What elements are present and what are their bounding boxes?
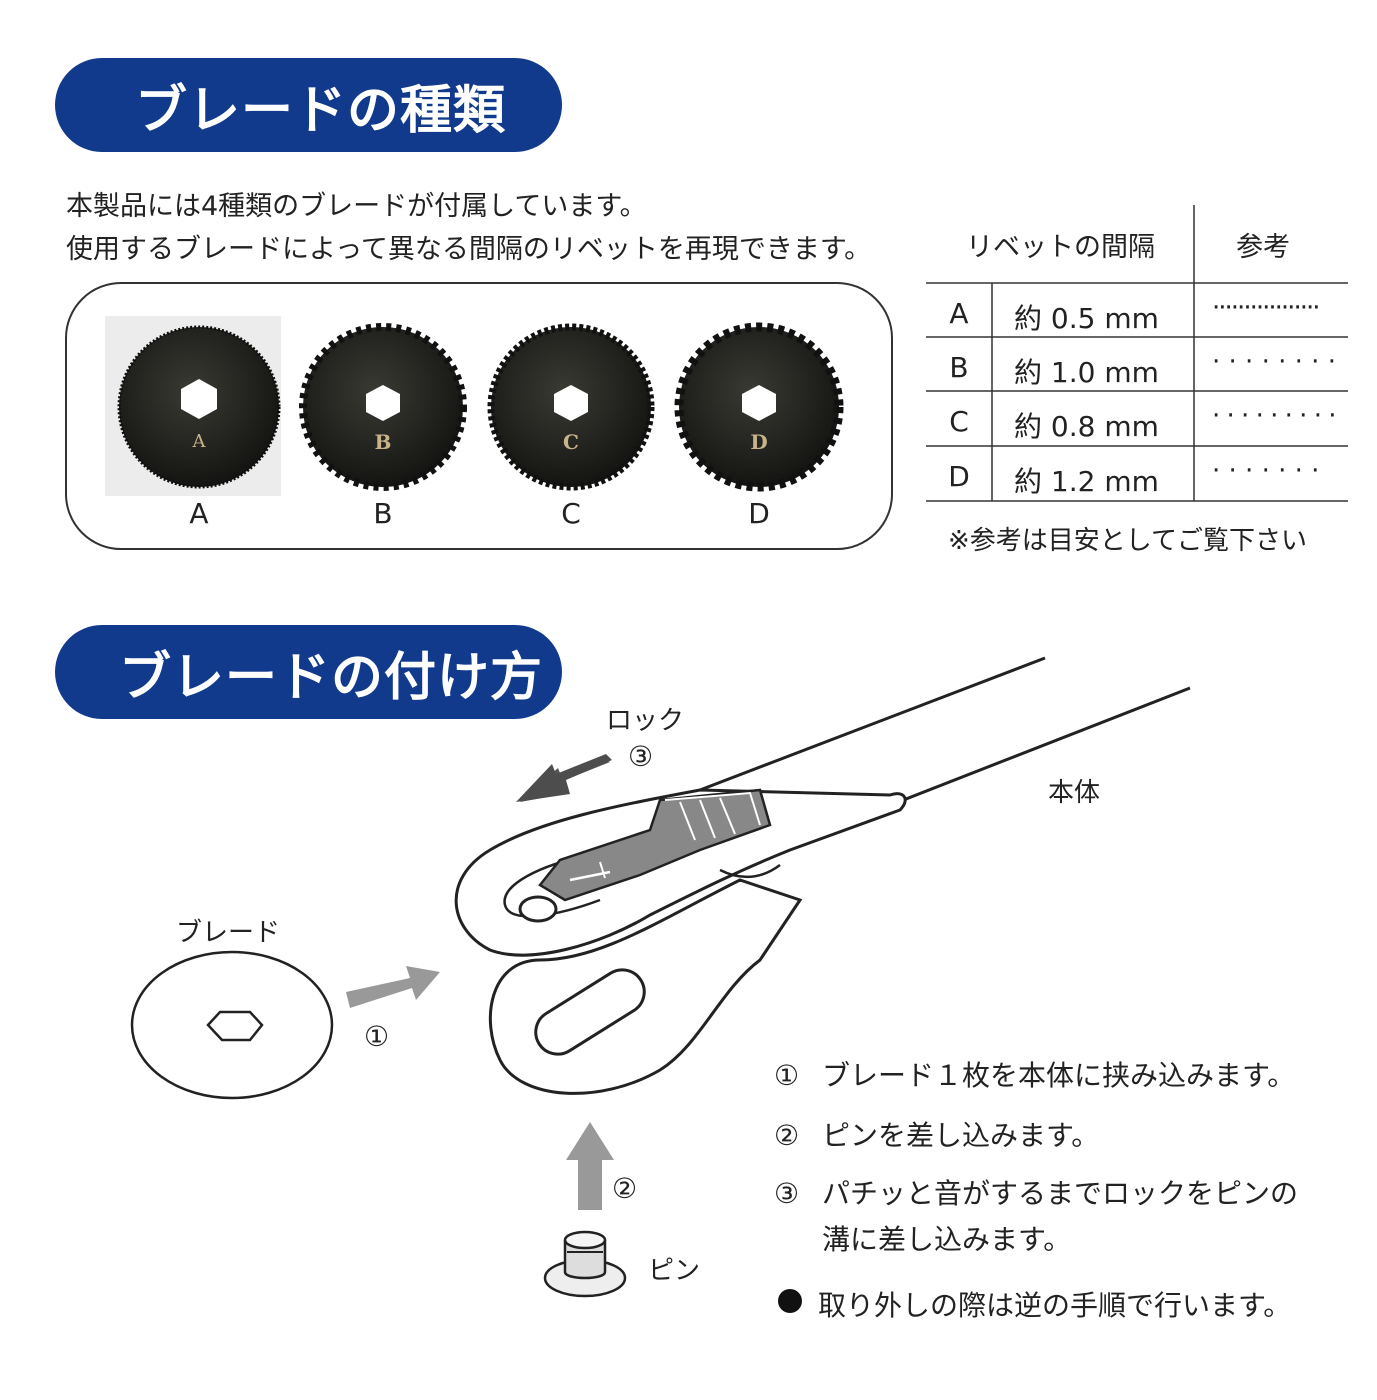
label-pin: ピン bbox=[648, 1256, 701, 1286]
row-sample: · · · · · · · · · bbox=[1212, 401, 1336, 431]
label-pin-step: ② bbox=[612, 1172, 638, 1205]
row-spacing: 約 0.8 mm bbox=[1014, 410, 1159, 443]
blade-c-engraving: C bbox=[563, 430, 579, 454]
label-blade: ブレード bbox=[176, 918, 281, 948]
blade-b-image: B bbox=[299, 323, 467, 491]
row-blade: A bbox=[949, 297, 969, 330]
plate-slot bbox=[534, 968, 646, 1056]
row-sample: ················· bbox=[1212, 293, 1320, 323]
step-3-continued: 溝に差し込みます。 bbox=[774, 1218, 1071, 1258]
blade-hex-hole bbox=[206, 1010, 264, 1042]
step-number: ② bbox=[774, 1119, 800, 1152]
blade-label-a: A bbox=[189, 497, 209, 530]
pin-arrow bbox=[566, 1122, 614, 1210]
reference-note: ※参考は目安としてご覧下さい bbox=[948, 526, 1308, 556]
header-reference: 参考 bbox=[1236, 232, 1290, 263]
blade-label-d: D bbox=[748, 497, 770, 530]
row-sample: · · · · · · · · bbox=[1212, 347, 1336, 377]
header-spacing: リベットの間隔 bbox=[966, 232, 1155, 263]
table-row: A 約 0.5 mm ················· bbox=[926, 285, 1348, 339]
intro-line-1: 本製品には4種類のブレードが付属しています。 bbox=[66, 191, 647, 222]
intro-line-2: 使用するブレードによって異なる間隔のリベットを再現できます。 bbox=[66, 234, 872, 265]
section-title-text: ブレードの種類 bbox=[135, 80, 507, 141]
blade-d-image: D bbox=[674, 322, 844, 492]
step-number: ③ bbox=[774, 1177, 800, 1210]
row-spacing: 約 1.2 mm bbox=[1014, 465, 1159, 498]
label-lock-step: ③ bbox=[628, 740, 654, 773]
bullet-icon bbox=[778, 1289, 802, 1313]
lock-slider bbox=[538, 788, 772, 902]
step-2: ② ピンを差し込みます。 bbox=[774, 1114, 1099, 1154]
removal-note: 取り外しの際は逆の手順で行います。 bbox=[818, 1289, 1292, 1322]
table-row: B 約 1.0 mm · · · · · · · · bbox=[926, 339, 1348, 393]
row-blade: C bbox=[949, 405, 969, 438]
step-number: ① bbox=[774, 1059, 800, 1092]
blade-gallery: A B C D A B C D bbox=[65, 282, 893, 550]
table-row: C 約 0.8 mm · · · · · · · · · bbox=[926, 393, 1348, 447]
blade-a-engraving: A bbox=[192, 431, 207, 452]
step-text: パチッと音がするまでロックをピンの bbox=[822, 1177, 1299, 1210]
label-lock: ロック bbox=[606, 706, 685, 736]
step-text: ピンを差し込みます。 bbox=[822, 1119, 1100, 1152]
section-title-text: ブレードの付け方 bbox=[119, 647, 544, 708]
assembly-diagram bbox=[130, 656, 1191, 1313]
blade-label-b: B bbox=[373, 497, 393, 530]
blade-d-engraving: D bbox=[750, 430, 767, 454]
section-title-blade-types: ブレードの種類 bbox=[55, 58, 562, 152]
blade-b-engraving: B bbox=[375, 430, 392, 454]
pin-hole bbox=[518, 895, 558, 923]
row-spacing: 約 1.0 mm bbox=[1014, 356, 1159, 389]
step-1: ① ブレード１枚を本体に挟み込みます。 bbox=[774, 1054, 1295, 1094]
blade-arrow bbox=[346, 966, 440, 1008]
blade-a-image: A bbox=[117, 325, 281, 489]
label-blade-step: ① bbox=[364, 1020, 390, 1053]
row-blade: B bbox=[949, 351, 969, 384]
step-3: ③ パチッと音がするまでロックをピンの bbox=[774, 1172, 1298, 1212]
step-text: ブレード１枚を本体に挟み込みます。 bbox=[822, 1059, 1296, 1092]
row-blade: D bbox=[948, 460, 970, 493]
row-spacing: 約 0.5 mm bbox=[1014, 302, 1159, 335]
row-sample: · · · · · · · bbox=[1212, 456, 1320, 486]
section-title-attach: ブレードの付け方 bbox=[55, 625, 562, 719]
blade-c-image: C bbox=[487, 323, 655, 491]
table-row: D 約 1.2 mm · · · · · · · bbox=[926, 448, 1348, 502]
blade-label-c: C bbox=[561, 497, 581, 530]
table-grid bbox=[926, 205, 1348, 502]
step-text: 溝に差し込みます。 bbox=[822, 1223, 1072, 1256]
label-body: 本体 bbox=[1048, 778, 1101, 808]
upper-head bbox=[454, 788, 907, 957]
